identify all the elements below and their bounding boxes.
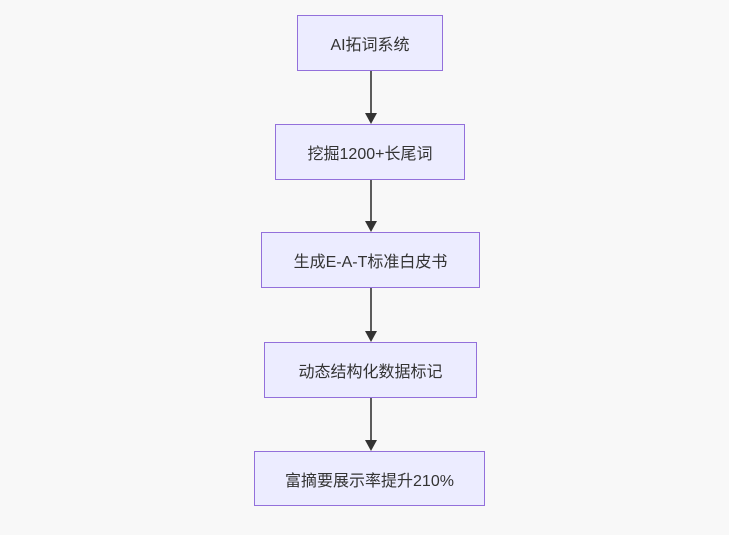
flow-node-label: 富摘要展示率提升210% [285, 472, 454, 490]
flow-edge-n1-n2 [364, 71, 377, 124]
arrowhead-down-icon [364, 331, 377, 342]
flow-node-label: 生成E-A-T标准白皮书 [293, 254, 448, 271]
edge-line [369, 288, 372, 331]
edge-line [369, 398, 372, 440]
flow-edge-n2-n3 [364, 180, 377, 232]
flow-node-ai-keyword-system: AI拓词系统 [297, 15, 443, 71]
flow-edge-n3-n4 [364, 288, 377, 342]
flow-node-longtail-mining: 挖掘1200+长尾词 [275, 124, 465, 180]
arrowhead-down-icon [364, 440, 377, 451]
flow-node-label: 动态结构化数据标记 [298, 364, 443, 381]
arrowhead-down-icon [364, 221, 377, 232]
flow-node-rich-snippet-result: 富摘要展示率提升210% [254, 451, 485, 506]
arrowhead-down-icon [364, 113, 377, 124]
flow-node-label: AI拓词系统 [330, 37, 410, 54]
flow-edge-n4-n5 [364, 398, 377, 451]
flow-node-eat-whitepaper: 生成E-A-T标准白皮书 [261, 232, 480, 288]
flow-node-structured-data-markup: 动态结构化数据标记 [264, 342, 477, 398]
edge-line [369, 180, 372, 221]
edge-line [369, 71, 372, 113]
flow-node-label: 挖掘1200+长尾词 [307, 146, 433, 163]
